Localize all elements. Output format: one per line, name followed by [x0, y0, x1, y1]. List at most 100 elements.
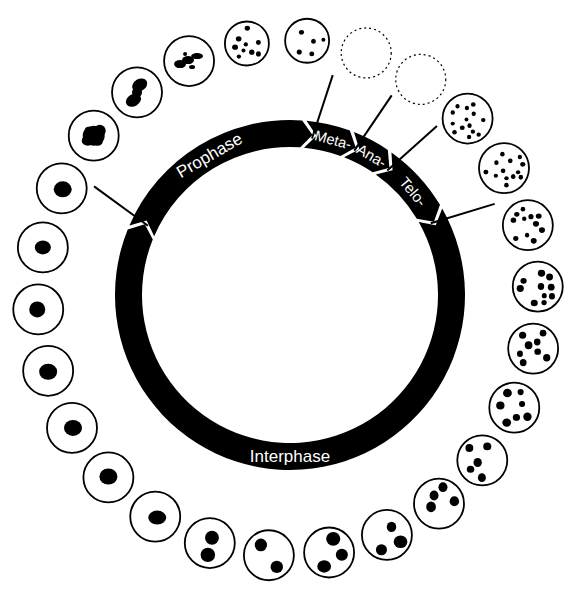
nucleolus — [519, 175, 523, 180]
cell-outline — [341, 28, 391, 78]
nucleolus — [471, 130, 475, 134]
nucleolus — [533, 221, 539, 227]
nucleolus — [513, 414, 520, 421]
nucleolus-group — [29, 301, 45, 317]
nucleolus — [518, 389, 524, 395]
nucleolus — [476, 133, 480, 137]
cell-ring — [13, 19, 563, 580]
nucleolus — [244, 42, 248, 46]
nucleolus — [525, 233, 529, 238]
nucleolus — [538, 283, 544, 290]
nucleolus — [29, 301, 45, 317]
nucleolus — [539, 227, 545, 233]
nucleolus — [473, 458, 481, 467]
nucleolus — [518, 155, 522, 159]
nucleolus — [245, 26, 250, 31]
cell — [112, 67, 162, 117]
nucleolus-group — [255, 539, 283, 574]
nucleolus — [438, 482, 447, 492]
cell-outline — [443, 94, 493, 144]
cell — [457, 435, 507, 485]
nucleolus — [538, 270, 545, 277]
nucleolus — [496, 402, 504, 410]
cell — [225, 22, 269, 66]
nucleolus — [503, 389, 512, 398]
nucleolus — [201, 548, 216, 562]
nucleolus — [130, 86, 144, 100]
nucleolus — [465, 106, 469, 111]
cell-outline — [513, 262, 563, 312]
nucleolus-group — [451, 102, 486, 139]
cell — [13, 284, 63, 334]
nucleolus — [255, 539, 267, 552]
nucleolus — [548, 284, 555, 291]
cell — [23, 346, 73, 396]
nucleolus-group — [511, 207, 545, 244]
nucleolus — [321, 38, 325, 42]
nucleolus — [531, 300, 538, 307]
cell — [164, 36, 214, 86]
nucleolus — [430, 491, 439, 501]
cell — [83, 452, 133, 502]
nucleolus — [504, 176, 508, 180]
nucleolus — [542, 293, 547, 298]
nucleolus-group — [82, 125, 106, 146]
nucleolus — [522, 217, 526, 222]
nucleolus-group — [317, 532, 348, 573]
cell-outline — [112, 67, 162, 117]
nucleolus — [467, 135, 471, 140]
nucleolus — [517, 285, 524, 292]
nucleolus-group — [35, 240, 51, 254]
nucleolus — [481, 118, 486, 122]
nucleolus — [519, 401, 525, 407]
cell-outline — [479, 143, 529, 193]
phase-label: Prophase — [173, 130, 245, 181]
nucleolus — [516, 170, 520, 174]
cell — [244, 530, 294, 580]
nucleolus — [85, 127, 93, 135]
nucleolus — [546, 274, 553, 281]
cell — [396, 54, 446, 104]
nucleolus — [376, 544, 387, 555]
nucleolus — [465, 444, 473, 452]
nucleolus — [451, 122, 455, 126]
cell — [443, 94, 493, 144]
cycle-ring — [115, 120, 465, 470]
nucleolus-group — [54, 181, 72, 197]
nucleolus — [500, 152, 505, 157]
nucleolus — [148, 511, 166, 525]
nucleolus-group — [465, 443, 491, 483]
cell-outline — [503, 200, 553, 250]
nucleolus — [99, 468, 117, 484]
nucleolus — [271, 561, 283, 573]
cell-outline — [362, 510, 412, 560]
nucleolus — [504, 183, 509, 188]
nucleolus — [540, 330, 547, 337]
nucleolus — [83, 126, 105, 146]
nucleolus — [483, 443, 491, 451]
nucleolus — [455, 104, 459, 109]
nucleolus — [523, 413, 531, 421]
nucleolus — [54, 181, 72, 197]
nucleolus — [93, 138, 103, 146]
nucleolus — [517, 351, 523, 357]
cell-outline — [37, 163, 87, 213]
nucleolus — [317, 560, 331, 572]
nucleolus — [39, 364, 57, 380]
cell-outline — [18, 222, 68, 272]
cell-outline — [23, 346, 73, 396]
cell-outline — [164, 36, 214, 86]
cell — [37, 163, 87, 213]
nucleolus — [256, 40, 261, 45]
nucleolus — [237, 54, 241, 58]
nucleolus — [189, 65, 195, 69]
nucleolus — [531, 238, 537, 244]
cell-outline — [225, 22, 269, 66]
nucleolus — [249, 50, 254, 55]
nucleolus — [549, 293, 555, 300]
nucleolus — [543, 354, 550, 362]
nucleolus — [236, 36, 242, 41]
nucleolus — [520, 278, 526, 284]
nucleolus-group — [119, 76, 155, 110]
